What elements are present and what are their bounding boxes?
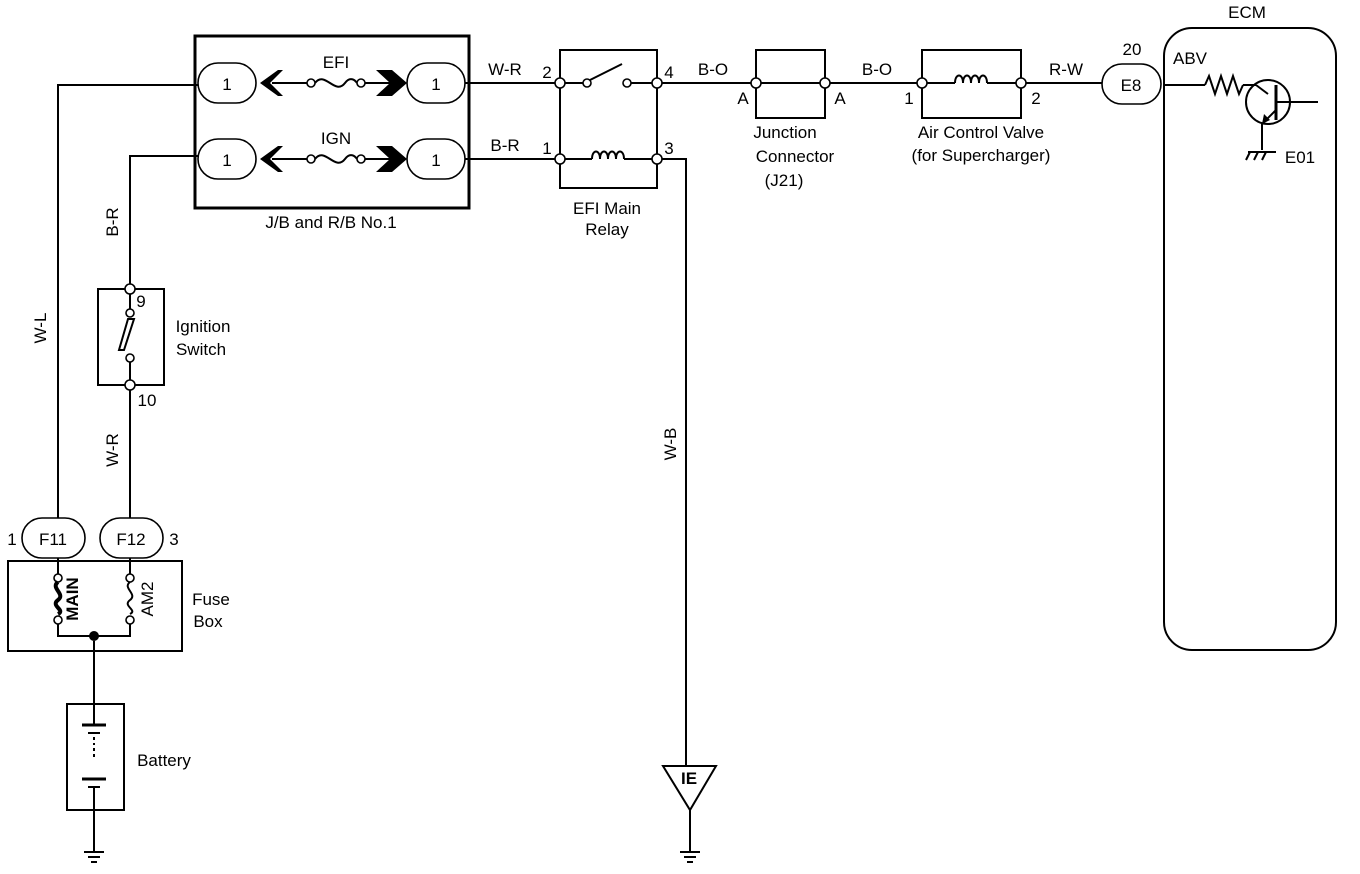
ignition-switch: 9 10 Ignition Switch	[97, 283, 231, 410]
junction-block-label: J/B and R/B No.1	[265, 213, 396, 232]
ecm: ECM ABV E01	[1163, 3, 1337, 651]
ground-ie: IE	[661, 765, 718, 863]
fuse-efi-label: EFI	[323, 53, 349, 72]
relay-pin-3: 3	[664, 139, 673, 158]
jc-label-3: (J21)	[765, 171, 804, 190]
jc-pin-a-right: A	[834, 89, 846, 108]
ign-label-2: Switch	[176, 340, 226, 359]
relay-pin-2: 2	[542, 63, 551, 82]
acv-pin-1: 1	[904, 89, 913, 108]
connector-f11-label: F11	[39, 530, 67, 549]
wire-w-b: W-B	[661, 428, 680, 461]
ecm-connector-label: E8	[1121, 76, 1142, 95]
wire-w-r-top: W-R	[488, 60, 522, 79]
air-control-valve: 1 2 Air Control Valve (for Supercharger)	[904, 49, 1051, 165]
wire-b-r-mid: B-R	[490, 136, 519, 155]
ecm-label: ECM	[1228, 3, 1266, 22]
connector-f11	[21, 517, 86, 559]
jb-efi-left-terminal	[197, 62, 257, 104]
ground-ie-label: IE	[681, 769, 697, 788]
wire-b-o-1: B-O	[698, 60, 728, 79]
wire-w-r-vert: W-R	[103, 433, 122, 467]
jb-ign-left-pin: 1	[222, 151, 231, 170]
jb-ign-left-terminal	[197, 138, 257, 180]
jc-label-2: Connector	[756, 147, 835, 166]
relay-pin-1: 1	[542, 139, 551, 158]
fuse-ign-label: IGN	[321, 129, 351, 148]
acv-pin-2: 2	[1031, 89, 1040, 108]
battery: Battery	[66, 641, 191, 863]
ecm-pin-20: 20	[1123, 40, 1142, 59]
acv-label-1: Air Control Valve	[918, 123, 1044, 142]
connector-f11-pin: 1	[7, 530, 16, 549]
fuse-box: MAIN AM2 Fuse Box	[7, 558, 230, 652]
fuse-box-label-2: Box	[193, 612, 223, 631]
efi-main-relay: 2 4 1 3 EFI Main Relay	[542, 49, 674, 239]
ign-label-1: Ignition	[176, 317, 231, 336]
fuse-box-label-1: Fuse	[192, 590, 230, 609]
fuse-am2-label: AM2	[138, 582, 157, 617]
jc-label-1: Junction	[753, 123, 816, 142]
battery-label: Battery	[137, 751, 191, 770]
jc-pin-a-left: A	[737, 89, 749, 108]
wire-r-w: R-W	[1049, 60, 1083, 79]
jb-ign-right-pin: 1	[431, 151, 440, 170]
connector-f12-label: F12	[116, 530, 145, 549]
relay-pin-4: 4	[664, 63, 673, 82]
ecm-ground-e01: E01	[1285, 148, 1315, 167]
junction-connector: A A Junction Connector (J21)	[737, 49, 846, 190]
wire-w-l: W-L	[31, 313, 50, 344]
acv-label-2: (for Supercharger)	[912, 146, 1051, 165]
ecm-connector-e8	[1101, 63, 1162, 105]
fuse-main-label: MAIN	[63, 577, 82, 620]
ign-pin-10: 10	[138, 391, 157, 410]
connector-f12	[99, 517, 164, 559]
relay-label-1: EFI Main	[573, 199, 641, 218]
jb-efi-right-pin: 1	[431, 75, 440, 94]
jb-efi-left-pin: 1	[222, 75, 231, 94]
ecm-abv-label: ABV	[1173, 49, 1208, 68]
junction-block: 1 EFI 1 1 IGN 1 J/B and R/B No.1	[193, 34, 471, 232]
wire-b-o-2: B-O	[862, 60, 892, 79]
ign-pin-9: 9	[136, 292, 145, 311]
wire-b-r-vert: B-R	[103, 207, 122, 236]
relay-label-2: Relay	[585, 220, 629, 239]
connector-f12-pin: 3	[169, 530, 178, 549]
